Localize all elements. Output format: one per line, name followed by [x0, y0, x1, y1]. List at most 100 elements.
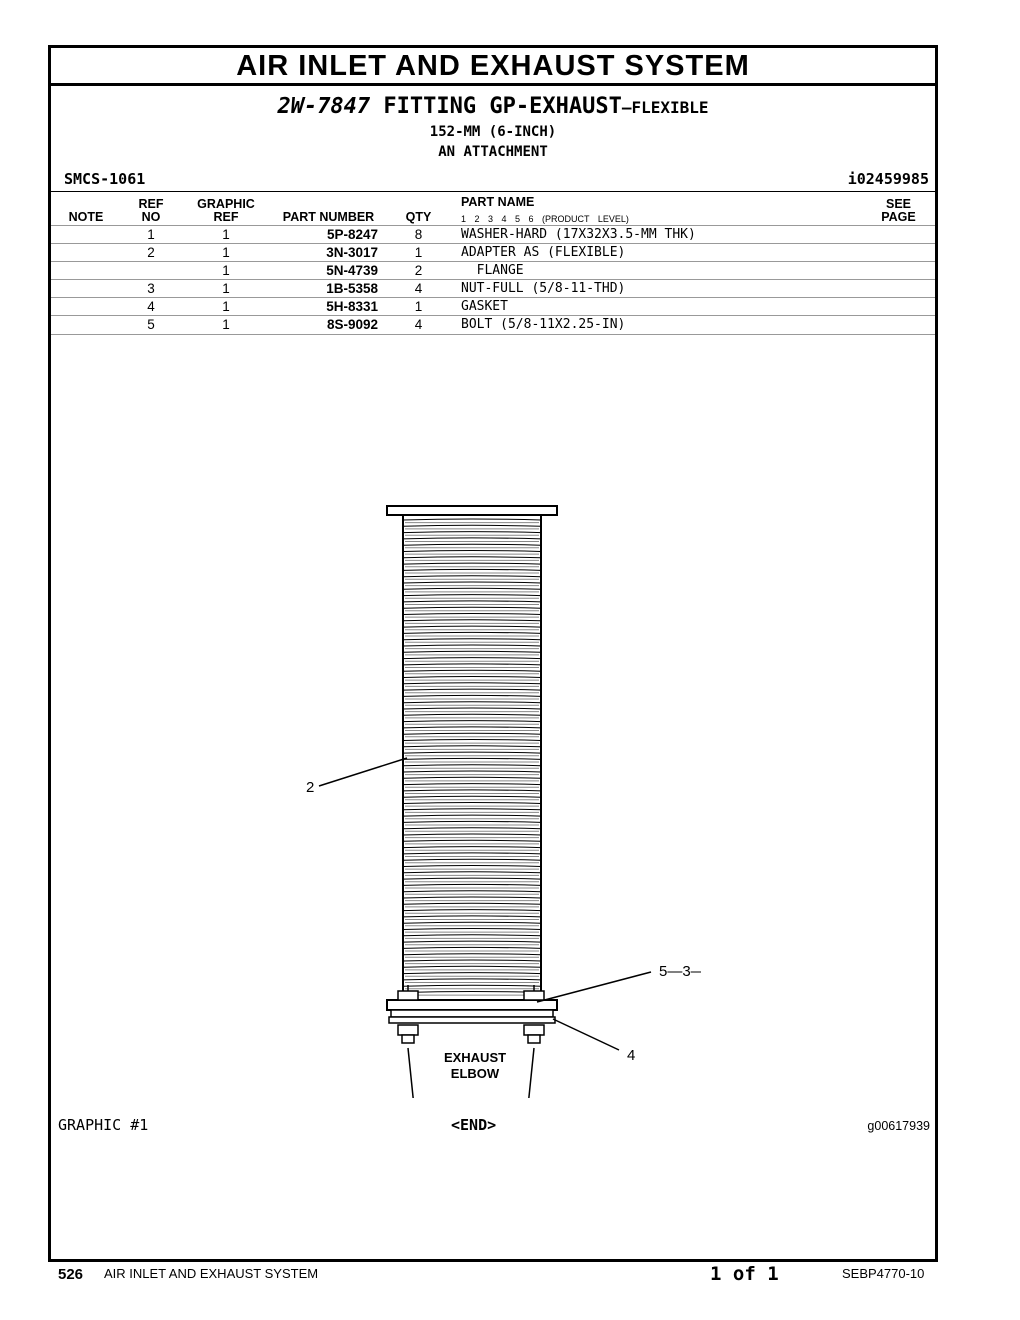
group-suffix: —FLEXIBLE	[621, 98, 709, 117]
bellows-rib	[402, 770, 542, 773]
bellows-rib	[402, 909, 542, 912]
bellows-rib	[402, 757, 542, 760]
bellows-rib	[402, 839, 542, 842]
bellows-rib	[402, 688, 542, 691]
page-frame: AIR INLET AND EXHAUST SYSTEM 2W-7847 FIT…	[48, 45, 938, 1262]
exhaust-elbow-label-2: ELBOW	[451, 1066, 500, 1081]
bellows-rib	[402, 625, 542, 628]
bottom-flange	[386, 999, 558, 1011]
table-row: 4 1 5H-8331 1 GASKET	[51, 297, 935, 316]
bolt	[407, 985, 535, 991]
table-row: 5 1 8S-9092 4 BOLT (5/8-11X2.25-IN)	[51, 315, 935, 335]
bellows-rib	[402, 676, 542, 678]
graphic-label: GRAPHIC #1	[58, 1116, 149, 1134]
bellows-rib	[402, 776, 542, 779]
col-part-number: PART NUMBER	[282, 210, 375, 224]
bellows-rib	[402, 524, 542, 527]
bellows-rib	[402, 663, 542, 666]
product-levels: 1 2 3 4 5 6 (PRODUCT LEVEL)	[461, 214, 629, 224]
group-size: 152-MM (6-INCH)	[429, 124, 557, 140]
bellows-rib	[402, 631, 542, 634]
bellows-rib	[402, 694, 542, 697]
bellows-rib	[402, 940, 542, 943]
bellows-rib	[402, 946, 542, 949]
bellows-rib	[402, 713, 542, 716]
bellows-rib	[402, 921, 542, 924]
bellows-rib	[402, 789, 542, 792]
bellows-rib	[402, 550, 542, 552]
col-part-name: PART NAME	[461, 195, 535, 209]
exhaust-elbow	[407, 1047, 535, 1098]
bellows-rib	[402, 518, 542, 521]
col-graphic-bottom: REF	[213, 210, 239, 224]
bellows-rib	[402, 613, 542, 615]
bellows-rib	[402, 928, 542, 930]
bellows-rib	[402, 669, 542, 672]
bellows-rib	[402, 720, 542, 723]
bellows-rib	[402, 594, 542, 597]
leader-line	[536, 971, 652, 1003]
col-see-bottom: PAGE	[881, 210, 916, 224]
title-band: AIR INLET AND EXHAUST SYSTEM	[51, 48, 935, 86]
bellows-rib	[402, 707, 542, 710]
bellows-rib	[402, 965, 542, 968]
bellows-rib	[402, 650, 542, 653]
callout-5-3-1: 5—3—1	[659, 963, 701, 980]
leader-line	[318, 757, 408, 787]
bellows-rib	[402, 890, 542, 893]
bellows-rib	[402, 846, 542, 849]
bellows-rib	[402, 537, 542, 540]
smcs-code: SMCS-1061	[64, 170, 146, 188]
bellows-rib	[402, 531, 542, 534]
bellows-rib	[402, 852, 542, 855]
bellows-rib	[402, 802, 542, 804]
page-of: 1 of 1	[710, 1263, 779, 1285]
col-see-top: SEE	[885, 197, 911, 211]
col-note: NOTE	[68, 210, 104, 224]
bellows-rib	[402, 657, 542, 660]
bellows-rib	[402, 644, 542, 647]
top-flange	[386, 505, 558, 516]
document-number: SEBP4770-10	[842, 1266, 925, 1281]
bellows-rib	[402, 600, 542, 603]
bellows-rib	[402, 934, 542, 937]
callout-4: 4	[627, 1047, 635, 1064]
bellows-rib	[402, 568, 542, 571]
bellows-rib	[402, 732, 542, 735]
bellows-rib	[402, 858, 542, 861]
callout-2: 2	[306, 779, 314, 796]
table-row: 3 1 1B-5358 4 NUT-FULL (5/8-11-THD)	[51, 279, 935, 298]
bellows-rib	[402, 562, 542, 565]
bellows-rib	[402, 682, 542, 685]
bellows-rib	[402, 820, 542, 823]
bellows-rib	[402, 638, 542, 641]
col-graphic-top: GRAPHIC	[197, 197, 255, 211]
page-number: 526	[58, 1266, 84, 1283]
bellows-rib	[402, 865, 542, 867]
bellows-rib	[402, 978, 542, 981]
bellows-rib	[402, 795, 542, 798]
bellows-rib	[402, 953, 542, 956]
col-ref-bottom: NO	[141, 210, 161, 224]
bellows-rib	[402, 739, 542, 741]
graphic-reference: g00617939	[867, 1119, 930, 1133]
bellows-rib	[402, 871, 542, 874]
bellows-rib	[402, 751, 542, 754]
bellows-rib	[402, 726, 542, 729]
table-row: 1 1 5P-8247 8 WASHER-HARD (17X32X3.5-MM …	[51, 225, 935, 244]
bellows-rib	[402, 883, 542, 886]
leader-line	[552, 1018, 620, 1051]
bellows-rib	[402, 833, 542, 836]
table-row: 1 5N-4739 2 FLANGE	[51, 261, 935, 280]
bellows-rib	[402, 959, 542, 962]
bellows-rib	[402, 972, 542, 975]
bellows-rib	[402, 556, 542, 559]
col-ref-top: REF	[138, 197, 164, 211]
document-id: i02459985	[847, 170, 929, 188]
bellows-rib	[402, 902, 542, 905]
bellows-rib	[402, 701, 542, 704]
bellows-rib	[402, 783, 542, 786]
header-rule	[51, 191, 935, 192]
bellows-rib	[402, 619, 542, 622]
end-marker: <END>	[451, 1116, 497, 1134]
